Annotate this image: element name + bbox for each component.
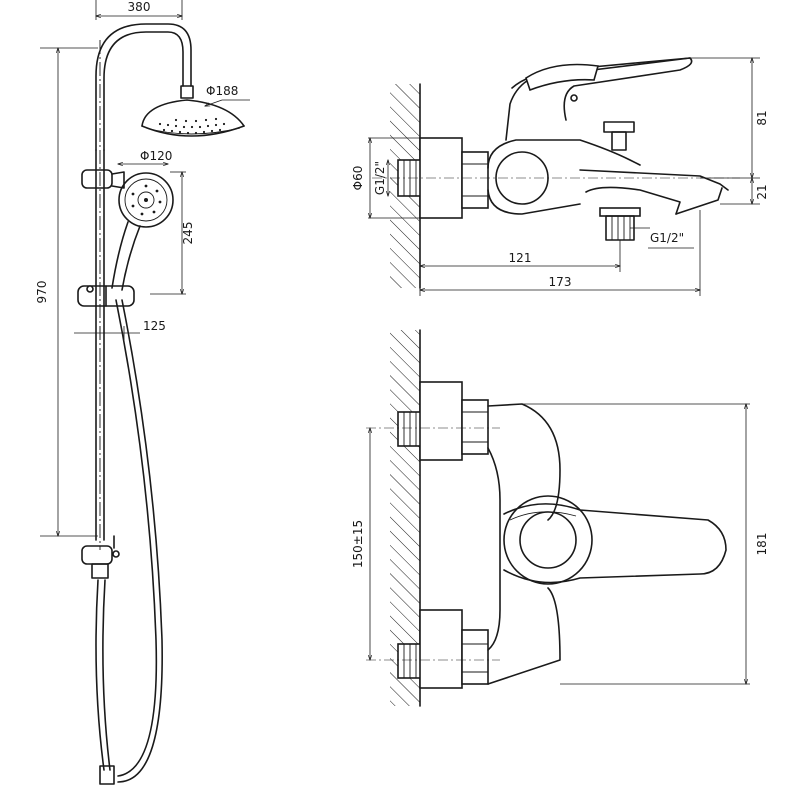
top-body [487, 403, 727, 685]
inlet-thread-label: G1/2" [373, 161, 387, 195]
width-label: 380 [128, 0, 151, 14]
hand-shower: Φ120 245 [81, 149, 195, 294]
height-label: 970 [35, 281, 49, 304]
slider-bracket [77, 285, 135, 307]
offset-label: 125 [143, 319, 166, 333]
total-len-label: 173 [549, 275, 572, 289]
hand-dia-label: Φ120 [140, 149, 172, 163]
lever-height-label: 81 [755, 110, 769, 125]
shower-column: 380 [35, 0, 250, 785]
dim-lengths: 121 173 [420, 210, 700, 296]
inlet-upper [397, 381, 489, 461]
mixer-top-view: 150±15 181 [351, 329, 769, 707]
inlet-lower [397, 609, 489, 689]
dim-width-181: 181 [522, 404, 769, 684]
shower-hose [95, 299, 163, 785]
mixer-side-view: Φ60 G1/2" G1/2" 81 21 121 [351, 57, 769, 296]
dim-outlet-thread: G1/2" [630, 227, 694, 249]
hand-height-label: 245 [181, 222, 195, 245]
dim-heights: 81 21 [690, 58, 769, 204]
dim-centers-150: 150±15 [351, 428, 370, 660]
dia-label: Φ60 [351, 166, 365, 191]
head-shower: Φ188 [141, 84, 250, 137]
dim-dia-60: Φ60 G1/2" [351, 138, 420, 218]
dim-height-970: 970 [35, 48, 98, 536]
mixer-body [487, 57, 729, 241]
diverter [81, 535, 120, 579]
spout-height-label: 21 [755, 184, 769, 199]
head-dia-label: Φ188 [206, 84, 238, 98]
top-width-label: 181 [755, 533, 769, 556]
dim-width-380: 380 [96, 0, 182, 20]
riser-pipe [95, 23, 192, 550]
outlet-thread-label: G1/2" [650, 231, 684, 245]
centers-label: 150±15 [351, 520, 365, 568]
spout-len-label: 121 [509, 251, 532, 265]
